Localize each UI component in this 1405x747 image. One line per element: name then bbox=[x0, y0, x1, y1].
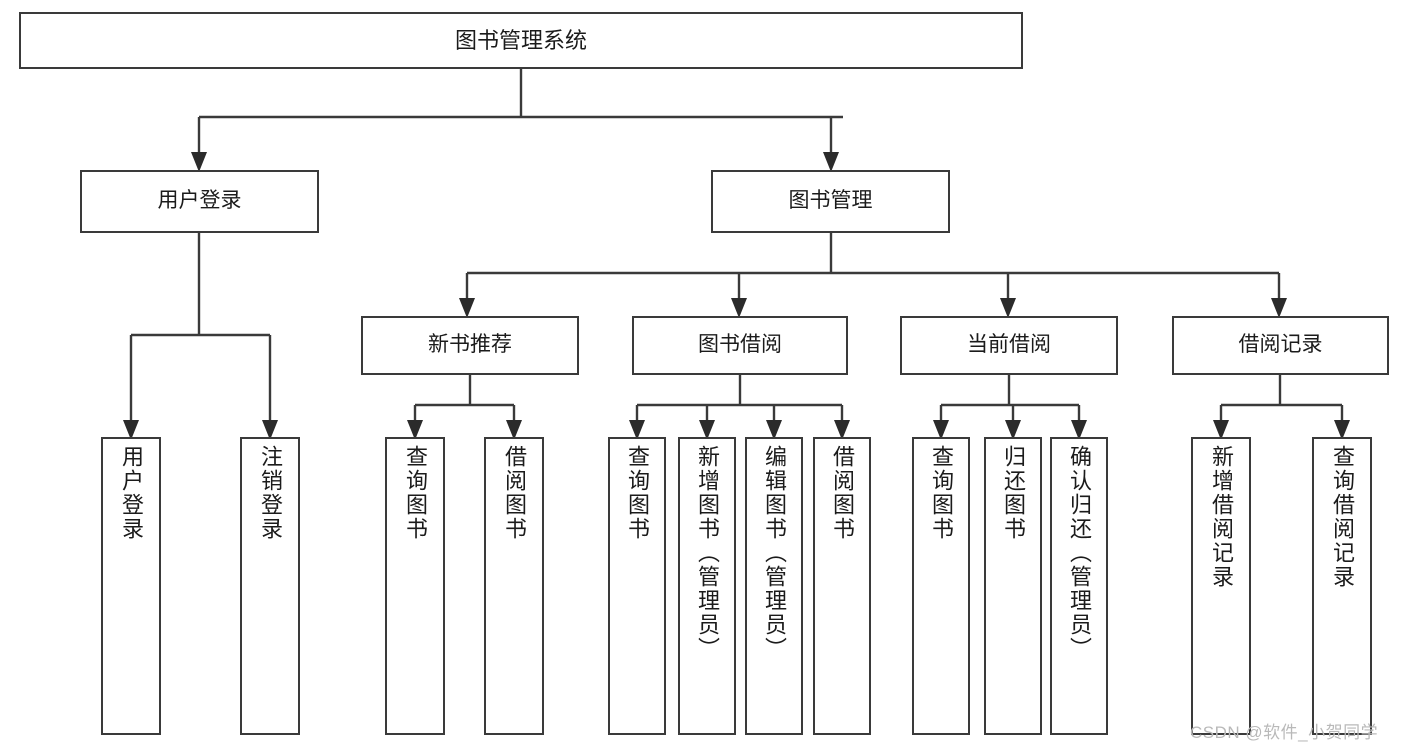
leaf-query-book-current-label: 查询图书 bbox=[929, 445, 954, 541]
node-root[interactable]: 图书管理系统 bbox=[19, 12, 1023, 69]
node-user-login-label: 用户登录 bbox=[157, 189, 242, 213]
node-book-management-label: 图书管理 bbox=[788, 189, 873, 213]
leaf-user-login[interactable]: 用户登录 bbox=[101, 437, 161, 735]
node-root-label: 图书管理系统 bbox=[454, 27, 587, 53]
node-current-borrow[interactable]: 当前借阅 bbox=[900, 316, 1118, 375]
leaf-query-book-current[interactable]: 查询图书 bbox=[912, 437, 970, 735]
node-book-management[interactable]: 图书管理 bbox=[711, 170, 950, 233]
leaf-query-borrow-record-label: 查询借阅记录 bbox=[1330, 445, 1355, 589]
leaf-user-logout[interactable]: 注销登录 bbox=[240, 437, 300, 735]
leaf-return-book[interactable]: 归还图书 bbox=[984, 437, 1042, 735]
leaf-user-login-label: 用户登录 bbox=[119, 445, 144, 541]
watermark: CSDN @软件_小贺同学 bbox=[1190, 723, 1379, 742]
leaf-borrow-book-recommend[interactable]: 借阅图书 bbox=[484, 437, 544, 735]
leaf-query-book-recommend[interactable]: 查询图书 bbox=[385, 437, 445, 735]
leaf-borrow-book-label: 借阅图书 bbox=[830, 445, 855, 541]
node-new-book-recommend[interactable]: 新书推荐 bbox=[361, 316, 579, 375]
leaf-confirm-return-admin-label: 确认归还（管理员） bbox=[1067, 445, 1092, 661]
leaf-add-book-admin-label: 新增图书（管理员） bbox=[695, 445, 720, 661]
leaf-query-borrow-record[interactable]: 查询借阅记录 bbox=[1312, 437, 1372, 735]
node-book-borrow[interactable]: 图书借阅 bbox=[632, 316, 848, 375]
node-book-borrow-label: 图书借阅 bbox=[698, 333, 782, 357]
node-new-book-recommend-label: 新书推荐 bbox=[428, 333, 512, 357]
node-user-login[interactable]: 用户登录 bbox=[80, 170, 319, 233]
leaf-borrow-book-recommend-label: 借阅图书 bbox=[502, 445, 527, 541]
leaf-add-borrow-record[interactable]: 新增借阅记录 bbox=[1191, 437, 1251, 735]
leaf-add-borrow-record-label: 新增借阅记录 bbox=[1209, 445, 1234, 589]
leaf-borrow-book[interactable]: 借阅图书 bbox=[813, 437, 871, 735]
leaf-add-book-admin[interactable]: 新增图书（管理员） bbox=[678, 437, 736, 735]
leaf-edit-book-admin[interactable]: 编辑图书（管理员） bbox=[745, 437, 803, 735]
leaf-user-logout-label: 注销登录 bbox=[258, 445, 283, 541]
leaf-return-book-label: 归还图书 bbox=[1001, 445, 1026, 541]
leaf-query-book-borrow-label: 查询图书 bbox=[625, 445, 650, 541]
node-borrow-record[interactable]: 借阅记录 bbox=[1172, 316, 1389, 375]
node-borrow-record-label: 借阅记录 bbox=[1238, 333, 1323, 357]
leaf-query-book-recommend-label: 查询图书 bbox=[403, 445, 428, 541]
leaf-query-book-borrow[interactable]: 查询图书 bbox=[608, 437, 666, 735]
leaf-confirm-return-admin[interactable]: 确认归还（管理员） bbox=[1050, 437, 1108, 735]
leaf-edit-book-admin-label: 编辑图书（管理员） bbox=[762, 445, 787, 661]
node-current-borrow-label: 当前借阅 bbox=[967, 333, 1051, 357]
